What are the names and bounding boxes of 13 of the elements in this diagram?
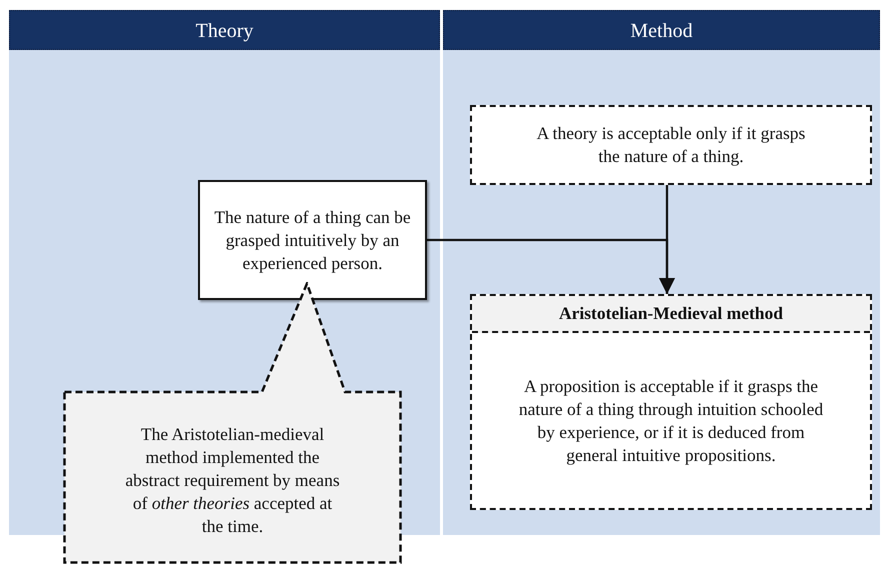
method-description: A proposition is acceptable if it grasps the nature of a thing through intuition schooled by experience, or if it is deduced from general intuitive propositions. (518, 374, 824, 467)
statement-text: A theory is acceptable only if it grasps the nature of a thing. (536, 122, 806, 168)
callout-text: The Aristotelian-medieval method implemented the abstract requirement by means of other theories accepted at the time. (124, 423, 341, 538)
method-box (470, 294, 872, 510)
statement-text: The nature of a thing can be grasped intuitively by an experienced person. (213, 206, 412, 274)
callout-tooltip (63, 282, 402, 564)
theory-box (198, 180, 427, 300)
column-header: Theory (9, 10, 440, 50)
method-heading: Aristotelian-Medieval method (472, 296, 870, 333)
column-band (443, 10, 880, 535)
requirement-box (470, 105, 872, 185)
arrow (659, 185, 675, 294)
column-header: Method (443, 10, 880, 50)
